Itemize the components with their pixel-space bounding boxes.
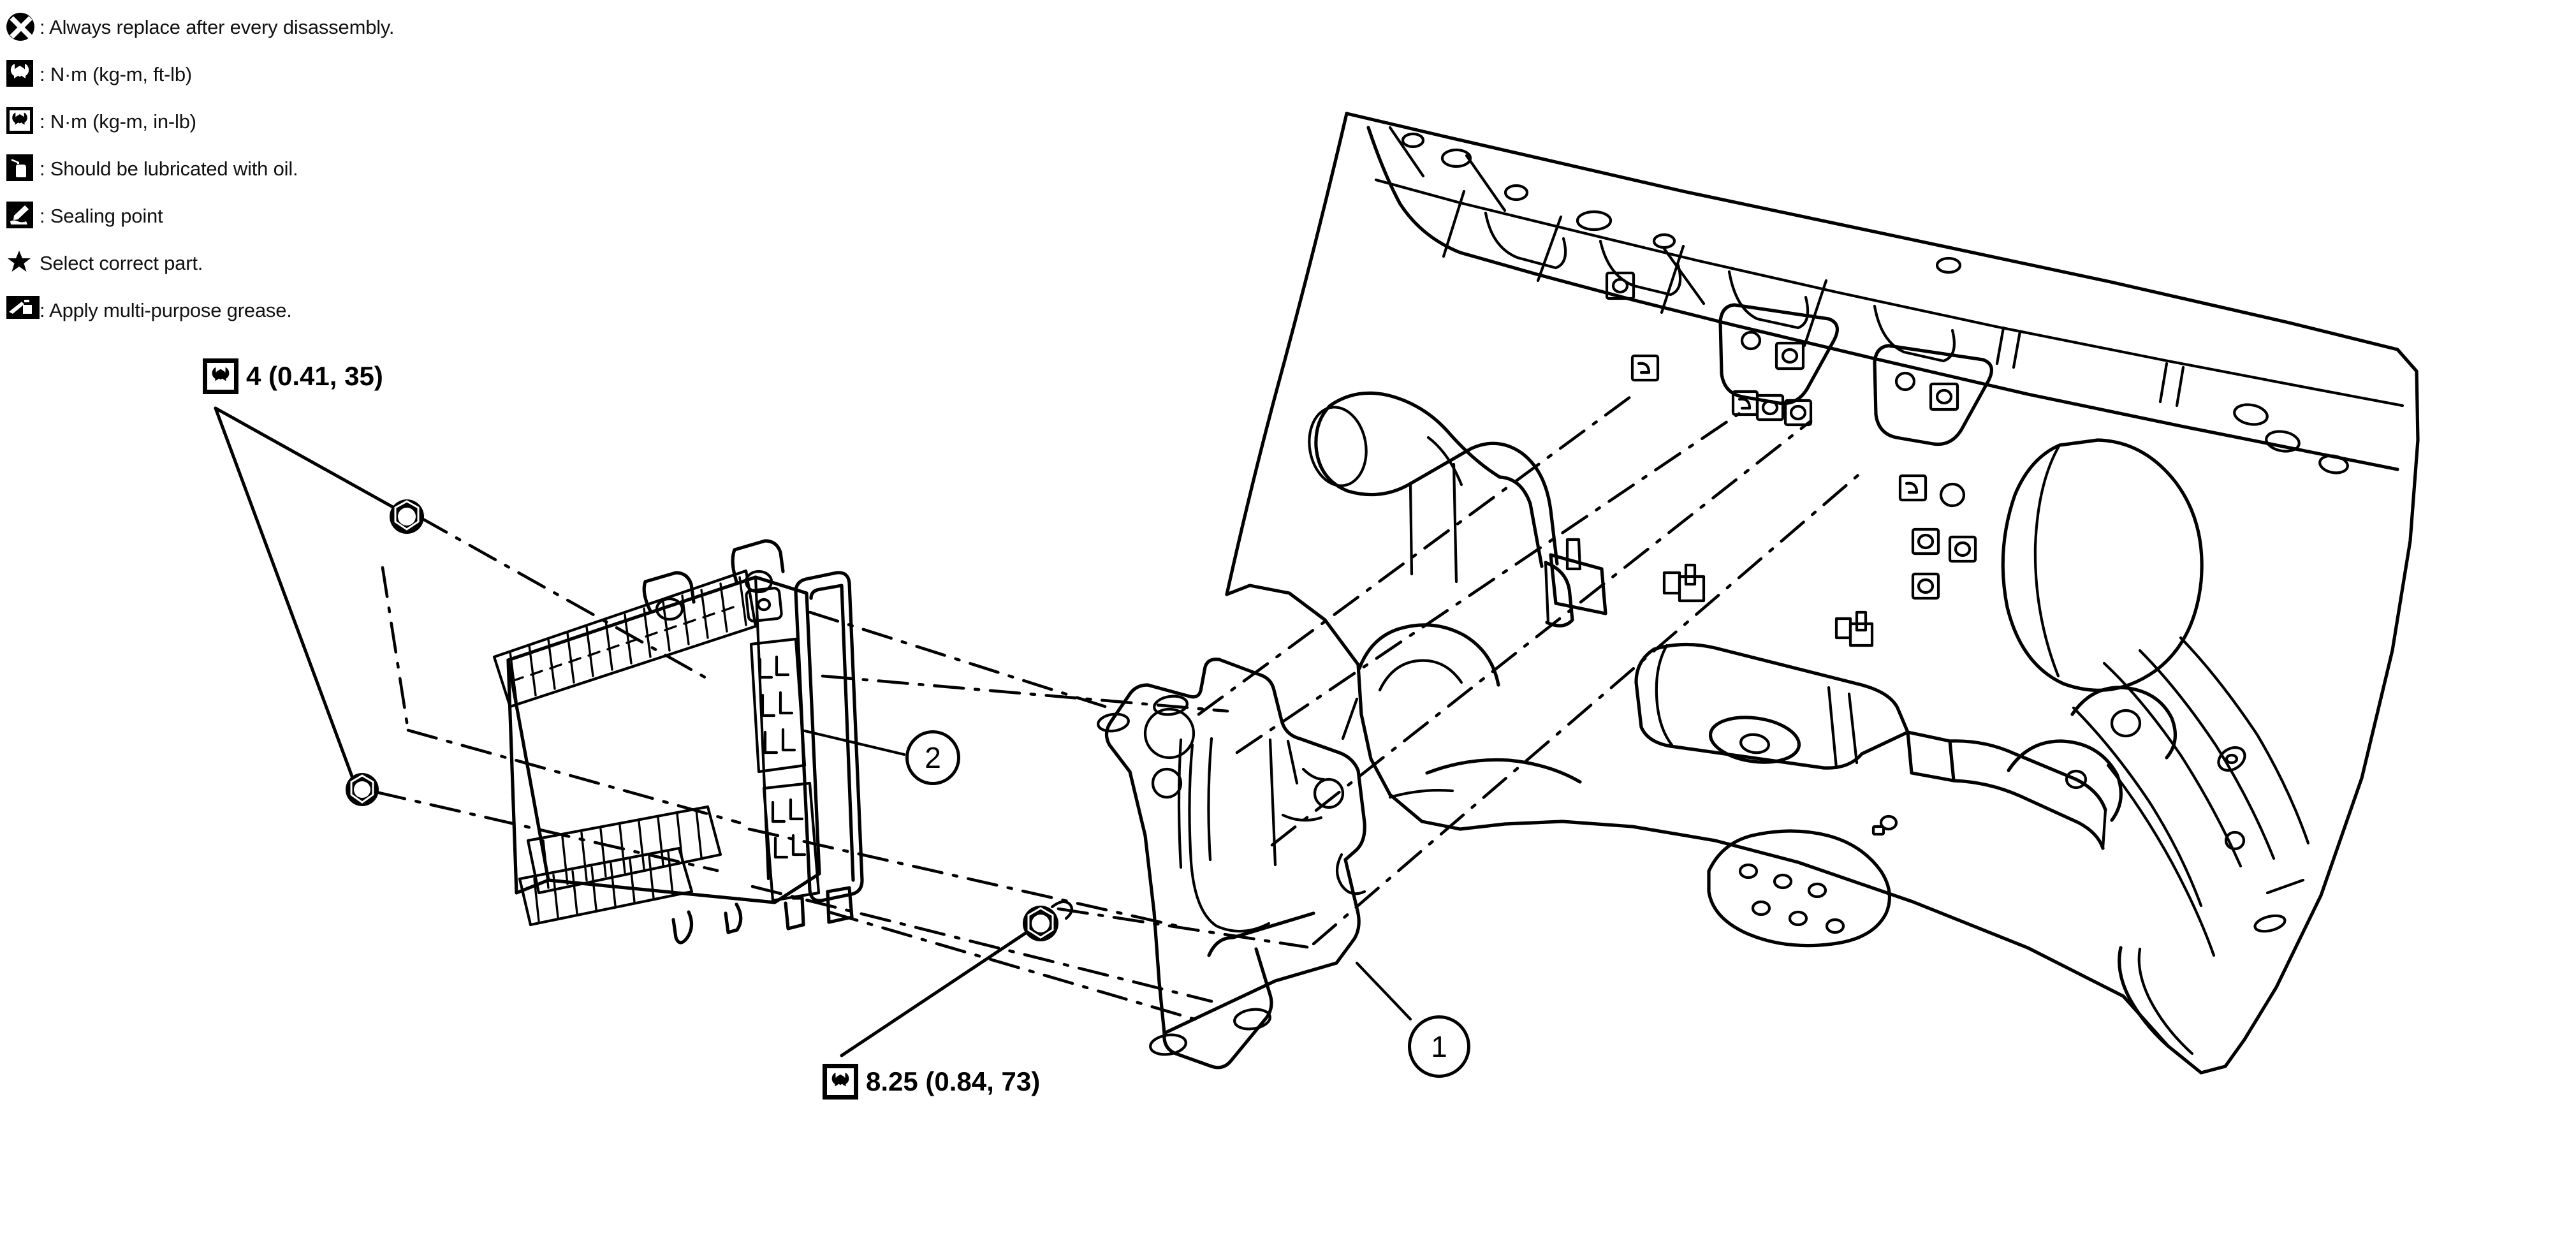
callout-bubble-1[interactable]: 1 [1408, 1015, 1470, 1078]
bolt-upper [390, 499, 424, 534]
multi-purpose-grease-icon [6, 296, 40, 325]
legend-item-label: : Should be lubricated with oil. [40, 158, 298, 180]
replace-after-disassembly-icon [6, 13, 36, 42]
legend-item-oil: : Should be lubricated with oil. [6, 145, 491, 193]
torque-nm-inlb-icon [823, 1064, 858, 1100]
legend-item-label: : N·m (kg-m, ft-lb) [40, 63, 193, 85]
torque-spec-upper: 4 (0.41, 35) [203, 358, 383, 394]
legend: : Always replace after every disassembly… [6, 4, 491, 334]
legend-item-label: : N·m (kg-m, in-lb) [40, 110, 196, 133]
torque-value: 8.25 (0.84, 73) [866, 1066, 1041, 1096]
star-icon [6, 249, 36, 278]
sealing-point-icon [6, 202, 36, 231]
legend-item-replace: : Always replace after every disassembly… [6, 4, 491, 51]
firewall-panel [1225, 112, 2420, 1075]
bolt-lower-left [346, 773, 379, 806]
assembly-axis-lines [374, 394, 1864, 1022]
torque-nm-ftlb-icon [6, 60, 36, 89]
legend-item-label: : Apply multi-purpose grease. [40, 299, 292, 321]
legend-item-torque-ftlb: : N·m (kg-m, ft-lb) [6, 51, 491, 98]
mounting-bracket-part [1097, 658, 1366, 1070]
leader-line-callout-2 [803, 729, 906, 756]
control-module-part [492, 539, 864, 945]
legend-item-label: : Always replace after every disassembly… [40, 16, 395, 38]
lubricate-with-oil-icon [6, 154, 36, 184]
torque-nm-inlb-icon [203, 358, 238, 394]
legend-item-select-part: Select correct part. [6, 240, 491, 287]
bolt-center [1023, 900, 1073, 941]
legend-item-torque-inlb: : N·m (kg-m, in-lb) [6, 98, 491, 145]
leader-lines-torque-upper [214, 406, 400, 785]
leader-line-callout-1 [1355, 961, 1412, 1021]
leader-line-torque-lower [840, 924, 1038, 1057]
legend-item-sealing: : Sealing point [6, 193, 491, 240]
legend-item-label: : Sealing point [40, 205, 163, 227]
callout-bubble-2[interactable]: 2 [905, 730, 960, 785]
legend-item-grease: : Apply multi-purpose grease. [6, 287, 491, 334]
torque-nm-inlb-icon [6, 107, 36, 136]
torque-spec-lower: 8.25 (0.84, 73) [823, 1064, 1040, 1100]
legend-item-label: Select correct part. [40, 252, 203, 274]
torque-value: 4 (0.41, 35) [246, 361, 383, 391]
